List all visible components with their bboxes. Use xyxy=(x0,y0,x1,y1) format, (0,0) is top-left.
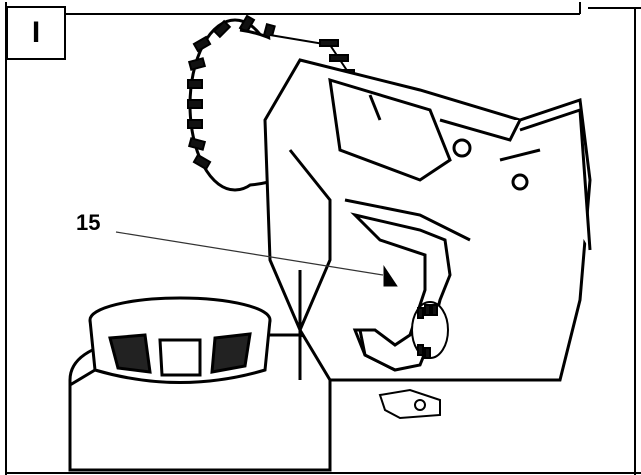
callout-leader-15 xyxy=(115,231,384,276)
gun-body xyxy=(263,58,592,382)
latch-clip xyxy=(378,388,441,420)
side-knob xyxy=(411,301,449,359)
callout-number-15: 15 xyxy=(76,210,101,235)
panel-label: I xyxy=(6,6,66,60)
container-lid xyxy=(68,296,332,472)
frame-lines xyxy=(5,2,641,475)
